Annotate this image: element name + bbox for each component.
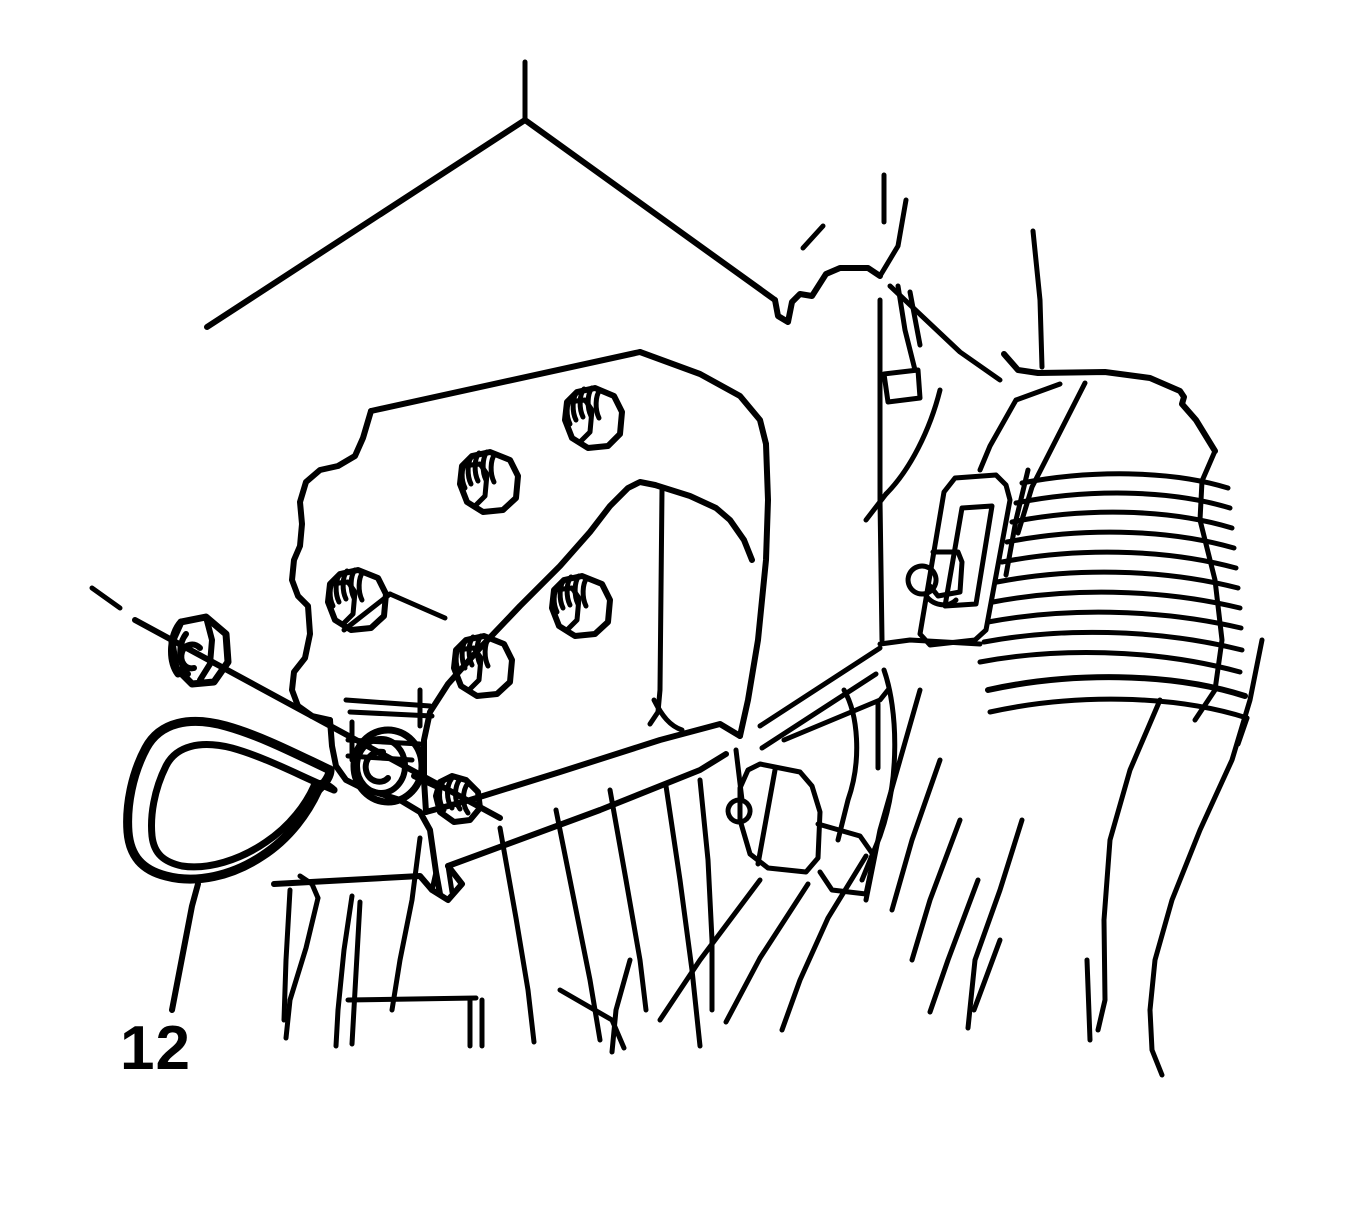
bushing-grommet xyxy=(345,719,483,825)
insulator-loop-bracket xyxy=(123,716,338,884)
hex-bolt-upper-left xyxy=(457,449,521,515)
hex-bolt-mid-right xyxy=(549,573,613,639)
lower-left-structure xyxy=(281,873,321,1023)
hex-nut-washer xyxy=(168,613,232,688)
linkage-rod-with-hole xyxy=(657,283,1003,1033)
cooling-fins xyxy=(283,777,715,1055)
callout-label-12: 12 xyxy=(120,1014,191,1083)
frame-rail-peak xyxy=(204,59,909,330)
hex-bolt-upper-right xyxy=(562,385,625,451)
callout-12-leader xyxy=(169,881,201,1013)
slotted-mount-bracket xyxy=(877,283,1013,648)
convoluted-boot xyxy=(977,467,1250,747)
hex-bolt-lower-center xyxy=(451,633,515,699)
boot-ribs xyxy=(977,471,1245,675)
hex-bolt-mid-left xyxy=(325,567,389,633)
